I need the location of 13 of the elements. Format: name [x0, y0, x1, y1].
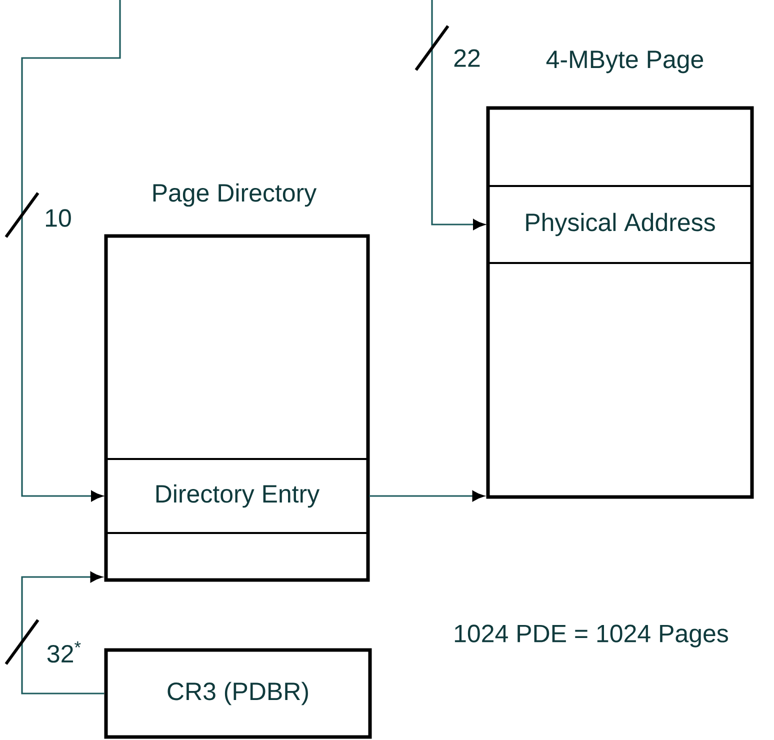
arrow [21, 572, 104, 694]
table-title: 4-MByte Page [546, 50, 704, 74]
edge-label: 10 [43, 208, 73, 228]
table-title: Page Directory [153, 183, 317, 207]
edge-label: 22 [452, 48, 482, 68]
note: 1024 PDE = 1024 Pages [454, 624, 728, 648]
edge-label: 32$^{*}$ [45, 640, 83, 664]
arrow [369, 490, 484, 502]
register-box: CR3 (PDBR) [104, 648, 372, 739]
arrow [431, 0, 485, 230]
arrow [21, 0, 121, 502]
table-row: Physical Address [487, 185, 753, 264]
table-row: Directory Entry [105, 458, 369, 534]
